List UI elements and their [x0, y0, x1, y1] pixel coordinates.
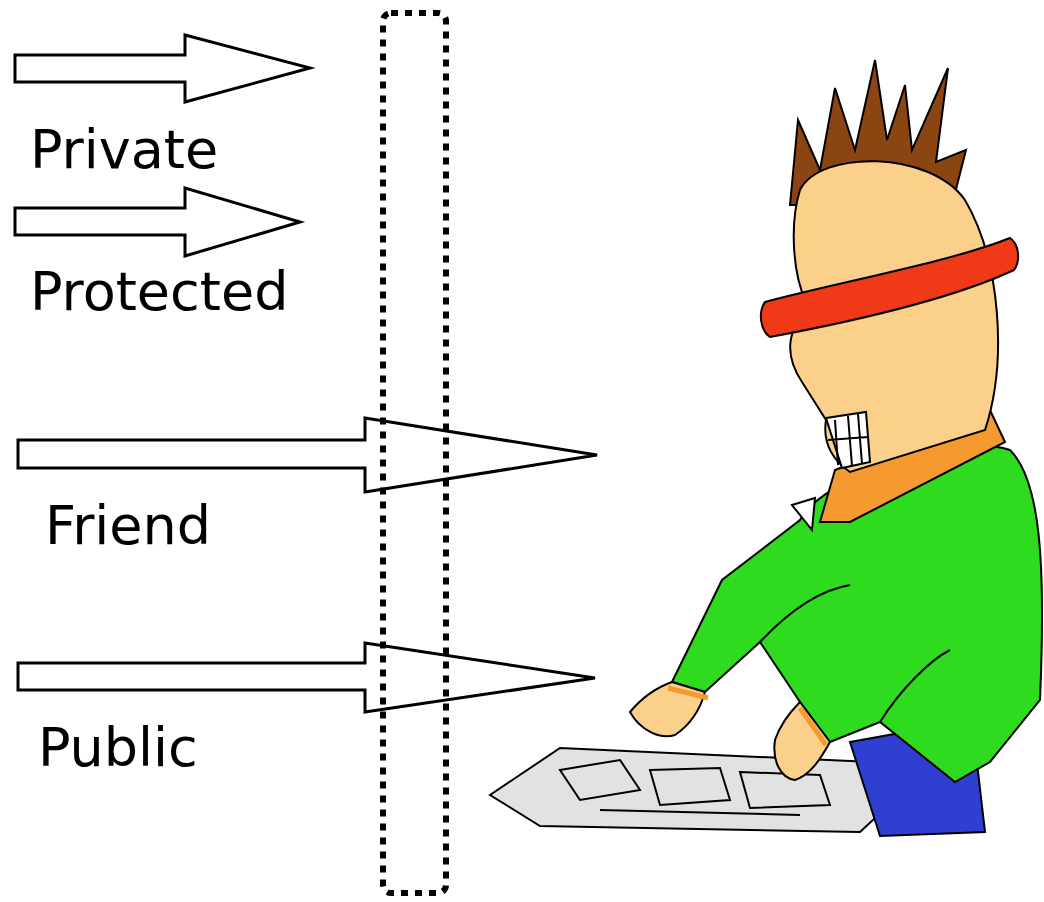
access-label: Friend [45, 496, 211, 555]
access-label: Private [30, 120, 218, 179]
teeth [828, 414, 868, 466]
blocked-arrow [15, 188, 300, 256]
arm-line [760, 585, 950, 722]
passing-arrow [18, 418, 597, 492]
dotted-barrier [383, 13, 446, 893]
blindfold [761, 238, 1018, 337]
keyboard [490, 748, 900, 832]
access-label: Public [38, 718, 198, 777]
wristband [668, 688, 826, 745]
passing-arrow [18, 643, 595, 712]
shirt-collar [792, 498, 815, 530]
blocked-arrow [15, 35, 310, 102]
mouth [826, 412, 870, 468]
access-label: Protected [30, 262, 288, 321]
